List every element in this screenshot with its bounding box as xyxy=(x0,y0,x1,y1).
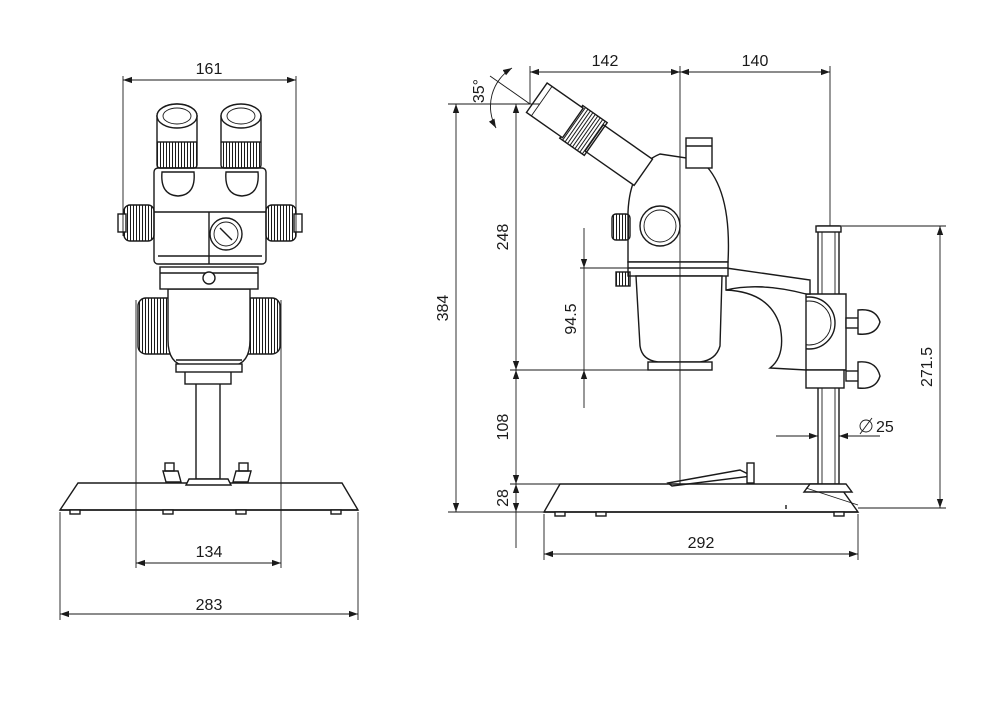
front-view: 161 134 283 xyxy=(58,61,360,620)
front-dimensions xyxy=(59,76,359,620)
dim-working-height: 108 xyxy=(495,414,512,441)
dim-head-height: 248 xyxy=(495,224,512,251)
dim-pillar-diameter: 25 xyxy=(876,419,894,436)
dim-base-depth: 292 xyxy=(688,535,715,552)
side-base-plate xyxy=(542,462,860,517)
dim-base-width: 283 xyxy=(196,597,223,614)
front-pillar xyxy=(184,369,233,486)
dim-pillar-spacing: 134 xyxy=(196,544,223,561)
stage-clips xyxy=(162,462,252,483)
dim-pillar-height: 271.5 xyxy=(919,347,936,387)
dim-focus-height: 94.5 xyxy=(563,303,580,334)
front-eyepieces xyxy=(156,103,262,197)
front-base-plate xyxy=(58,482,360,515)
front-head xyxy=(117,167,303,265)
dim-head-width: 161 xyxy=(196,61,223,78)
side-view: 35° 142 140 384 248 94.5 108 28 271.5 25… xyxy=(435,53,946,560)
front-zoom-body xyxy=(159,266,259,290)
side-eyepiece xyxy=(525,82,654,187)
dim-eyepiece-angle: 35° xyxy=(471,79,488,103)
dim-total-height: 384 xyxy=(435,295,452,322)
side-arm xyxy=(725,267,811,371)
dim-axis-to-back: 140 xyxy=(742,53,769,70)
dim-base-height: 28 xyxy=(495,489,512,507)
side-dimensions xyxy=(448,66,946,560)
front-focus-block xyxy=(137,288,281,373)
dim-width-to-axis: 142 xyxy=(592,53,619,70)
